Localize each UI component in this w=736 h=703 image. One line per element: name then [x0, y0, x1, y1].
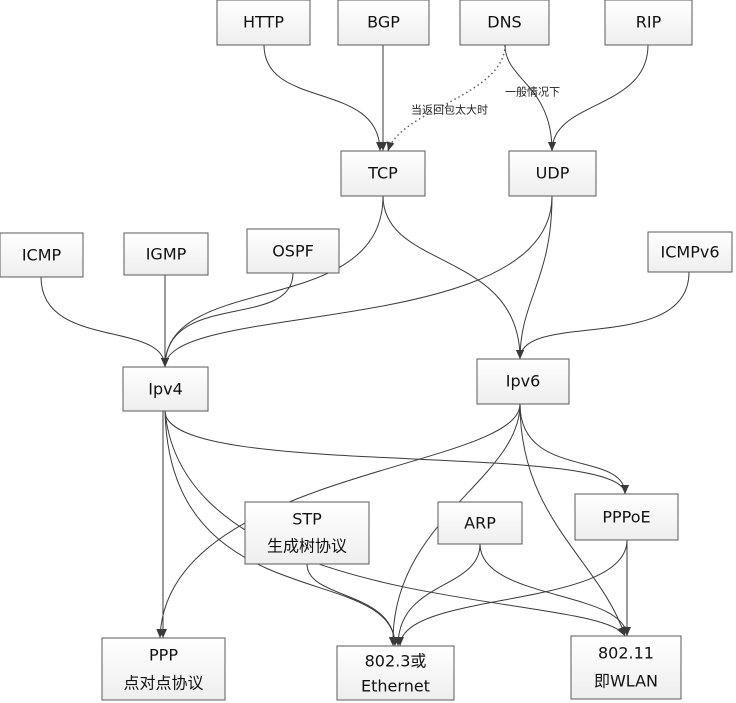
edge-stp-ethernet	[306, 563, 399, 647]
edge-ospf-ipv4	[161, 272, 294, 368]
edge-arp-ethernet	[394, 543, 481, 647]
node-ipv6: Ipv6	[476, 358, 570, 405]
node-stp: STP 生成树协议	[244, 501, 370, 565]
edge-ipv4-ethernet	[164, 410, 399, 647]
node-label: ICMP	[22, 246, 62, 265]
edge-tcp-ipv6	[382, 195, 524, 360]
node-label: BGP	[367, 13, 400, 32]
node-http: HTTP	[216, 0, 311, 46]
node-rip: RIP	[604, 0, 693, 46]
node-ethernet: 802.3或 Ethernet	[336, 645, 455, 701]
node-igmp: IGMP	[123, 232, 209, 276]
edge-ipv4-pppoe	[164, 410, 629, 495]
edge-label-dns-udp: 一般情况下	[505, 86, 560, 99]
node-label-line1: 802.3或	[365, 652, 427, 671]
node-icmpv6: ICMPv6	[647, 231, 733, 273]
edge-udp-ipv4	[161, 195, 553, 368]
edge-rip-udp	[548, 44, 649, 152]
node-label-line2: 点对点协议	[123, 674, 203, 693]
edge-ipv6-wlan	[519, 403, 626, 637]
edge-labels-layer: 当返回包太大时 一般情况下	[411, 86, 560, 117]
node-wlan: 802.11 即WLAN	[570, 635, 682, 700]
edge-label-dns-tcp: 当返回包太大时	[411, 103, 488, 117]
node-label: Ipv4	[148, 380, 183, 399]
node-icmp: ICMP	[0, 232, 84, 278]
node-pppoe: PPPoE	[574, 493, 679, 541]
node-label: HTTP	[243, 13, 284, 32]
edges-layer	[40, 44, 690, 647]
node-udp: UDP	[508, 150, 597, 197]
node-label-line1: PPP	[149, 646, 178, 665]
edge-ipv6-pppoe	[519, 403, 629, 495]
node-ospf: OSPF	[246, 228, 340, 274]
edge-icmp-ipv4	[40, 276, 169, 368]
edge-tcp-ipv4	[161, 195, 384, 368]
edge-ipv6-ppp	[156, 403, 521, 639]
node-label: RIP	[636, 13, 662, 32]
edge-ipv4-wlan	[164, 410, 626, 637]
node-tcp: TCP	[340, 150, 426, 197]
node-label-line1: 802.11	[598, 644, 654, 663]
edge-icmpv6-ipv6	[516, 271, 690, 360]
edge-dns-tcp	[386, 44, 506, 152]
edge-http-tcp	[263, 44, 384, 152]
edge-pppoe-ethernet	[396, 539, 628, 647]
node-label: PPPoE	[602, 508, 650, 527]
node-label: OSPF	[272, 242, 314, 261]
node-ipv4: Ipv4	[122, 366, 209, 412]
node-label: UDP	[536, 164, 570, 183]
node-ppp: PPP 点对点协议	[101, 637, 226, 701]
node-label-line1: STP	[292, 510, 322, 529]
edge-arp-wlan	[479, 543, 631, 637]
node-dns: DNS	[459, 0, 550, 46]
node-label-line2: 即WLAN	[594, 672, 658, 691]
node-label: TCP	[367, 164, 398, 183]
node-label: Ipv6	[506, 372, 541, 391]
node-label-line2: 生成树协议	[267, 537, 347, 556]
node-label-line2: Ethernet	[361, 677, 430, 696]
node-arp: ARP	[437, 501, 523, 545]
edge-dns-udp	[504, 44, 556, 152]
node-bgp: BGP	[337, 0, 430, 46]
node-label: DNS	[487, 13, 521, 32]
node-label: ARP	[464, 514, 496, 533]
edge-udp-ipv6	[516, 195, 553, 360]
node-label: IGMP	[146, 245, 187, 264]
node-label: ICMPv6	[661, 243, 720, 262]
